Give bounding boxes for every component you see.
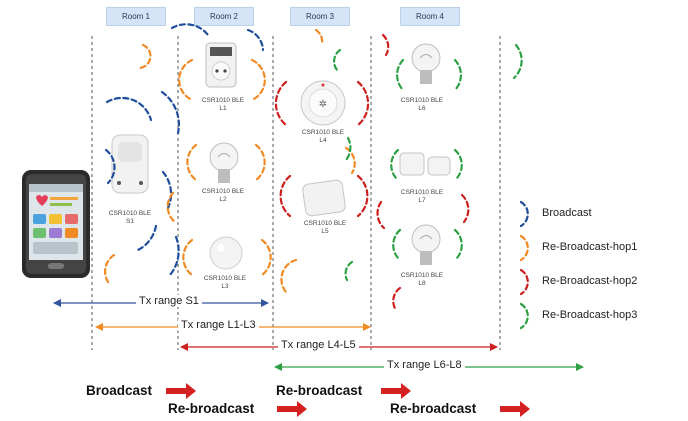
device-l1-plug — [205, 42, 237, 88]
label-l1-id: L1 — [219, 105, 227, 112]
legend-swatch-broadcast — [519, 200, 529, 228]
label-l6-id: L6 — [418, 105, 426, 112]
room-4-header: Room 4 — [400, 7, 460, 26]
label-l3-id: L3 — [221, 283, 229, 290]
legend-swatch-hop2 — [519, 268, 529, 296]
arrow-rebroadcast-1 — [277, 401, 307, 417]
legend-label-hop3: Re-Broadcast-hop3 — [542, 309, 638, 321]
device-l3-node — [209, 236, 243, 270]
smartphone-device — [22, 170, 90, 278]
label-l1-name: CSR1010 BLE — [201, 97, 245, 104]
label-l7-name: CSR1010 BLE — [400, 189, 444, 196]
device-l5-box — [302, 179, 346, 217]
tx-range-l1-l3-label: Tx range L1-L3 — [178, 319, 259, 331]
tx-range-l4-l5-label: Tx range L4-L5 — [278, 339, 359, 351]
label-s1-id: S1 — [126, 218, 134, 225]
tx-range-l6-l8-label: Tx range L6-L8 — [384, 359, 465, 371]
device-l6-bulb — [411, 43, 441, 84]
label-l5-id: L5 — [321, 228, 329, 235]
signal-arcs — [104, 23, 523, 312]
label-l2-id: L2 — [219, 196, 227, 203]
label-l4-name: CSR1010 BLE — [301, 129, 345, 136]
room-3-header: Room 3 — [290, 7, 350, 26]
room-dividers — [91, 36, 501, 350]
arrow-rebroadcast-3 — [500, 401, 530, 417]
sequence-rebroadcast-2-label: Re-broadcast — [276, 383, 363, 398]
label-l7-id: L7 — [418, 197, 426, 204]
svg-text:✲: ✲ — [319, 99, 327, 110]
sequence-broadcast-label: Broadcast — [86, 383, 153, 398]
device-l2-bulb — [209, 142, 239, 183]
device-l7-door-sensor — [399, 152, 451, 176]
device-l8-bulb — [411, 224, 441, 265]
legend-swatch-hop1 — [519, 234, 529, 262]
room-2-header: Room 2 — [194, 7, 254, 26]
label-l4-id: L4 — [319, 137, 327, 144]
legend-label-hop2: Re-Broadcast-hop2 — [542, 275, 638, 287]
legend-label-broadcast: Broadcast — [542, 207, 592, 219]
legend-swatch-hop3 — [519, 302, 529, 330]
label-l5-name: CSR1010 BLE — [303, 220, 347, 227]
label-l3-name: CSR1010 BLE — [203, 275, 247, 282]
device-l4-ceiling-unit: ✲ — [300, 80, 346, 126]
label-l8-name: CSR1010 BLE — [400, 272, 444, 279]
tx-range-s1-label: Tx range S1 — [136, 295, 202, 307]
arrow-rebroadcast-2 — [381, 383, 411, 399]
label-l6-name: CSR1010 BLE — [400, 97, 444, 104]
device-s1-sensor — [111, 134, 149, 194]
label-l2-name: CSR1010 BLE — [201, 188, 245, 195]
sequence-arrows — [166, 383, 530, 417]
legend-label-hop1: Re-Broadcast-hop1 — [542, 241, 638, 253]
label-s1-name: CSR1010 BLE — [108, 210, 152, 217]
label-l8-id: L8 — [418, 280, 426, 287]
arrow-broadcast — [166, 383, 196, 399]
sequence-rebroadcast-3-label: Re-broadcast — [390, 401, 477, 416]
sequence-rebroadcast-1-label: Re-broadcast — [168, 401, 255, 416]
room-1-header: Room 1 — [106, 7, 166, 26]
